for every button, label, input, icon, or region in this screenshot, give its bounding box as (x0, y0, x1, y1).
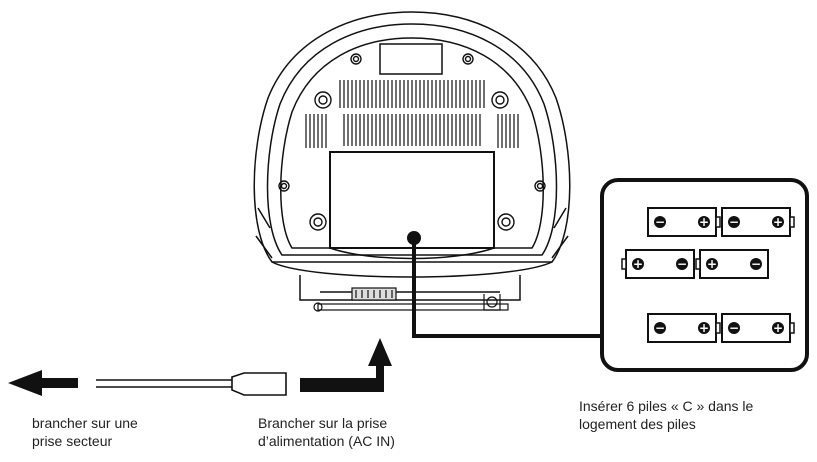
side-slot-left-1 (255, 207, 273, 259)
insert-arrow (300, 338, 392, 392)
radio-outer-shell (253, 11, 571, 263)
grille-upper (339, 80, 485, 108)
polarity-left-symbol: − (729, 321, 739, 335)
radio-inner-rim-2 (280, 37, 544, 249)
polarity-right-symbol: + (773, 321, 783, 335)
radio-inner-rim (266, 23, 558, 256)
battery-terminal (789, 216, 795, 228)
caption-batteries-line1: Insérer 6 piles « C » dans le (579, 398, 754, 414)
caption-ac-in-line1: Brancher sur la prise (258, 415, 388, 431)
polarity-right-marker (698, 216, 710, 228)
polarity-right-marker (676, 258, 688, 270)
ac-in-socket-area (313, 287, 509, 312)
polarity-right-symbol: + (699, 321, 709, 335)
polarity-right-symbol: + (699, 215, 709, 229)
polarity-left-symbol: + (633, 257, 643, 271)
mains-arrow (8, 370, 78, 396)
caption-mains: brancher sur une prise secteur (32, 414, 138, 450)
battery-cell: +− (695, 249, 769, 279)
battery-cell: −+ (647, 313, 721, 343)
ac-in-pins (355, 290, 393, 298)
caption-mains-line2: prise secteur (32, 433, 113, 449)
antenna-tip (313, 302, 323, 312)
polarity-left-marker (728, 216, 740, 228)
radio-screws (278, 53, 546, 231)
caption-batteries-line2: logement des piles (579, 416, 696, 432)
battery-terminal (789, 322, 795, 334)
power-cord-diagram (8, 338, 392, 396)
polarity-left-symbol: − (655, 215, 665, 229)
battery-cell: −+ (647, 207, 721, 237)
polarity-left-marker (654, 322, 666, 334)
battery-cell: −+ (721, 207, 795, 237)
screw-side-left (278, 180, 290, 192)
polarity-right-symbol: − (677, 257, 687, 271)
screw-bottom-right (497, 213, 515, 231)
grille-left (305, 114, 327, 148)
polarity-left-marker (654, 216, 666, 228)
screw-top-left (314, 91, 332, 109)
polarity-right-symbol: + (773, 215, 783, 229)
dc-plug (231, 372, 287, 396)
battery-terminal (621, 258, 627, 270)
grille-middle (343, 114, 481, 146)
caption-batteries: Insérer 6 piles « C » dans le logement d… (579, 397, 753, 433)
caption-mains-line1: brancher sur une (32, 415, 138, 431)
polarity-left-marker (706, 258, 718, 270)
caption-ac-in-line2: d’alimentation (AC IN) (258, 433, 395, 449)
polarity-right-marker (698, 322, 710, 334)
polarity-left-symbol: + (707, 257, 717, 271)
battery-terminal (715, 322, 721, 334)
caption-ac-in: Brancher sur la prise d’alimentation (AC… (258, 414, 395, 450)
screw-top-right (491, 91, 509, 109)
top-tab (379, 43, 443, 75)
callout-line (412, 238, 602, 338)
right-foot-circle (486, 296, 498, 308)
screw-side-right (534, 180, 546, 192)
polarity-right-symbol: − (751, 257, 761, 271)
radio-bottom-skirt (271, 261, 553, 278)
battery-cell: +− (621, 249, 695, 279)
radio-bottom-base (299, 275, 521, 301)
battery-terminal (695, 258, 701, 270)
screw-bottom-left (309, 213, 327, 231)
polarity-left-marker (728, 322, 740, 334)
polarity-right-marker (772, 216, 784, 228)
polarity-left-symbol: − (729, 215, 739, 229)
grille-right (497, 114, 519, 148)
speaker-grille (305, 80, 519, 148)
screw-upper-left (350, 53, 362, 65)
polarity-left-symbol: − (655, 321, 665, 335)
right-foot (483, 294, 501, 311)
battery-cell: −+ (721, 313, 795, 343)
polarity-left-marker (632, 258, 644, 270)
battery-terminal (715, 216, 721, 228)
polarity-right-marker (750, 258, 762, 270)
side-slot-right-1 (551, 207, 569, 259)
screw-upper-right (462, 53, 474, 65)
battery-cells: −+−++−+−−+−+ (621, 207, 795, 343)
polarity-right-marker (772, 322, 784, 334)
